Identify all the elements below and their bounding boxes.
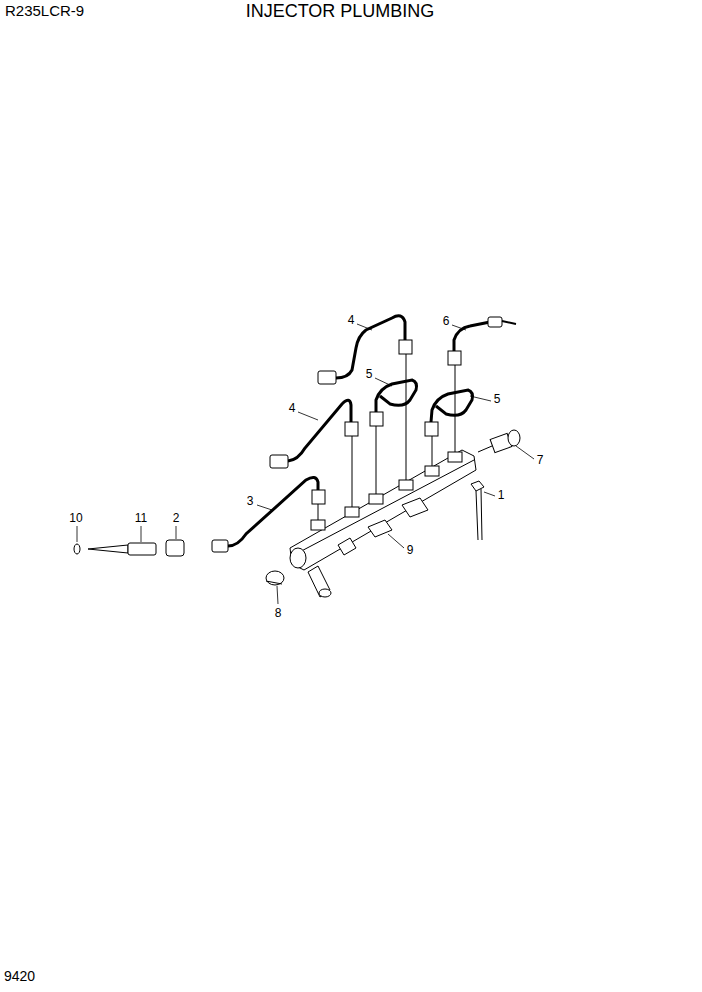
callout-number: 6 xyxy=(443,315,450,327)
callout-number: 5 xyxy=(366,368,373,380)
callout-number: 11 xyxy=(135,512,147,524)
page-number: 9420 xyxy=(4,969,35,983)
model-code: R235LCR-9 xyxy=(5,3,84,18)
callout-number: 7 xyxy=(537,454,544,466)
callout-number: 5 xyxy=(494,393,501,405)
callout-number: 1 xyxy=(498,489,505,501)
callout-number: 3 xyxy=(247,495,254,507)
callout-number: 4 xyxy=(289,402,296,414)
callout-number: 10 xyxy=(69,512,82,524)
page-title: INJECTOR PLUMBING xyxy=(246,2,435,20)
callout-number: 9 xyxy=(407,544,414,556)
callout-number: 2 xyxy=(173,512,180,524)
callout-number: 4 xyxy=(348,314,355,326)
callout-number: 8 xyxy=(275,607,282,619)
